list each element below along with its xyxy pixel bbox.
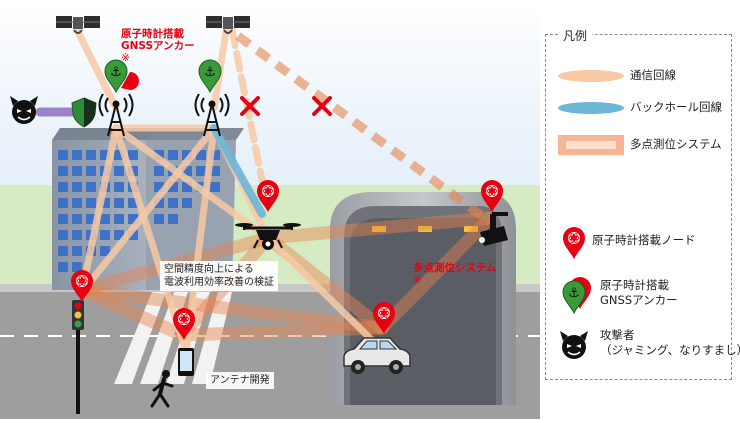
network-scene: ⚓ ⚓ (0, 0, 540, 419)
multipoint-label: 多点測位システム ※ (413, 262, 497, 286)
legend-swatches: ⚓ (558, 70, 624, 359)
blocked-satellite-links (235, 32, 493, 226)
camera-icon (479, 212, 508, 246)
verification-label-line2: 電波利用効率改善の検証 (164, 277, 274, 288)
verification-label: 空間精度向上による 電波利用効率改善の検証 (160, 261, 278, 291)
antenna-label: アンテナ開発 (206, 372, 274, 389)
gnss-anchor-pin-icon: ⚓ (104, 59, 139, 94)
gnss-anchor-pin-icon: ⚓ (198, 59, 222, 94)
legend-attacker-label: 攻撃者 （ジャミング、なりすまし） (600, 328, 740, 358)
legend-anchor-pin-icon: ⚓ (562, 277, 591, 315)
legend-attacker-label-line1: 攻撃者 (600, 328, 635, 342)
svg-text:⚓: ⚓ (204, 65, 216, 80)
attacker-devil-icon (10, 96, 38, 124)
link-blocked-cross (240, 96, 260, 116)
base-station-icon (98, 93, 134, 137)
legend-backhaul-label: バックホール回線 (630, 100, 722, 114)
legend-anchor-label-line2: GNSSアンカー (600, 293, 678, 307)
atomic-clock-node-pin-icon (173, 308, 195, 340)
atomic-clock-node-pin-icon (257, 180, 279, 212)
legend-node-label: 原子時計搭載ノード (592, 233, 696, 247)
anchor-label-line2: GNSSアンカー (121, 40, 195, 52)
multipoint-label-note: ※ (413, 274, 422, 286)
backhaul-link (210, 124, 266, 218)
legend-comm-label: 通信回線 (630, 68, 676, 82)
pedestrian-icon (150, 370, 174, 408)
link-blocked-cross (312, 96, 332, 116)
verification-label-line1: 空間精度向上による (164, 264, 254, 275)
legend-comm-swatch (558, 70, 624, 82)
atomic-clock-node-pin-icon (373, 302, 395, 334)
car-icon (343, 337, 411, 374)
svg-text:⚓: ⚓ (110, 65, 122, 80)
satellite-icon (56, 16, 100, 34)
svg-text:⚓: ⚓ (568, 286, 580, 301)
legend: 凡例 ⚓ 通信回線 バックホール回線 多点測位システム (545, 27, 740, 380)
legend-anchor-label: 原子時計搭載 GNSSアンカー (600, 278, 678, 308)
tunnel-light (372, 226, 386, 232)
legend-multipoint-label: 多点測位システム (630, 137, 722, 151)
legend-attacker-label-line2: （ジャミング、なりすまし） (600, 343, 740, 357)
atomic-clock-node-pin-icon (481, 180, 503, 212)
legend-title: 凡例 (558, 27, 593, 44)
atomic-clock-node-pin-icon (71, 270, 93, 302)
tunnel-light (418, 226, 432, 232)
legend-anchor-label-line1: 原子時計搭載 (600, 278, 669, 292)
smartphone-icon (178, 348, 194, 376)
legend-attacker-devil-icon (560, 331, 588, 359)
multipoint-label-line1: 多点測位システム (413, 262, 497, 274)
scene-illustration: ⚓ ⚓ (0, 0, 540, 419)
anchor-label: 原子時計搭載 GNSSアンカー ※ (121, 28, 195, 64)
legend-backhaul-swatch (558, 102, 624, 114)
shield-icon (71, 97, 97, 128)
legend-node-pin-icon (563, 227, 585, 259)
communication-links (74, 26, 386, 356)
anchor-label-note: ※ (121, 52, 130, 64)
legend-multipoint-swatch-inner (566, 141, 616, 149)
tunnel-light (464, 226, 478, 232)
drone-icon (235, 223, 301, 250)
anchor-label-line1: 原子時計搭載 (121, 28, 184, 40)
base-station-icon (194, 93, 230, 137)
satellite-icon (206, 16, 250, 34)
traffic-signal-icon (72, 300, 84, 414)
